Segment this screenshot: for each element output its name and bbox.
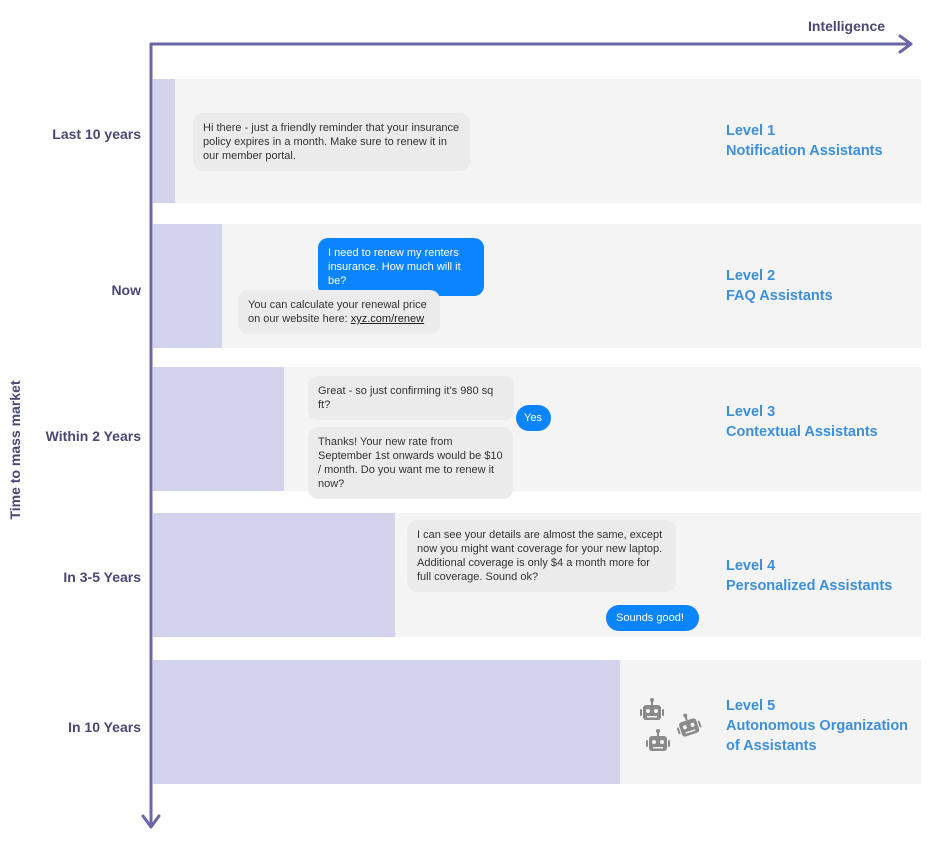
intelligence-bar <box>153 660 620 784</box>
x-axis-arrow-icon <box>898 34 913 54</box>
time-label: In 3-5 Years <box>63 569 141 585</box>
time-label: Now <box>111 282 141 298</box>
y-axis-arrow-icon <box>141 814 161 829</box>
intelligence-bar <box>153 513 395 637</box>
row-level-5 <box>153 660 921 784</box>
user-message: Yes <box>516 405 551 431</box>
user-message: Sounds good! <box>606 605 699 631</box>
bot-message: You can calculate your renewal price on … <box>238 290 440 334</box>
robots-group <box>640 698 703 751</box>
robot-icon <box>673 709 703 739</box>
bot-message: Thanks! Your new rate from September 1st… <box>308 427 513 499</box>
row-level-2 <box>153 224 921 348</box>
time-label: Last 10 years <box>52 126 141 142</box>
intelligence-bar <box>153 79 175 203</box>
user-message: I need to renew my renters insurance. Ho… <box>318 238 484 296</box>
y-axis-label: Time to mass market <box>7 380 23 520</box>
renew-link[interactable]: xyz.com/renew <box>350 313 425 325</box>
time-label: Within 2 Years <box>45 428 141 444</box>
intelligence-bar <box>153 367 284 491</box>
bot-message: Hi there - just a friendly reminder that… <box>193 113 470 171</box>
intelligence-bar <box>153 224 222 348</box>
robot-icon <box>640 698 664 720</box>
time-label: In 10 Years <box>68 719 141 735</box>
robot-icon <box>646 729 670 751</box>
x-axis-label: Intelligence <box>808 18 886 34</box>
bot-message: I can see your details are almost the sa… <box>407 520 676 592</box>
bot-message: Great - so just confirming it’s 980 sq f… <box>308 376 514 420</box>
